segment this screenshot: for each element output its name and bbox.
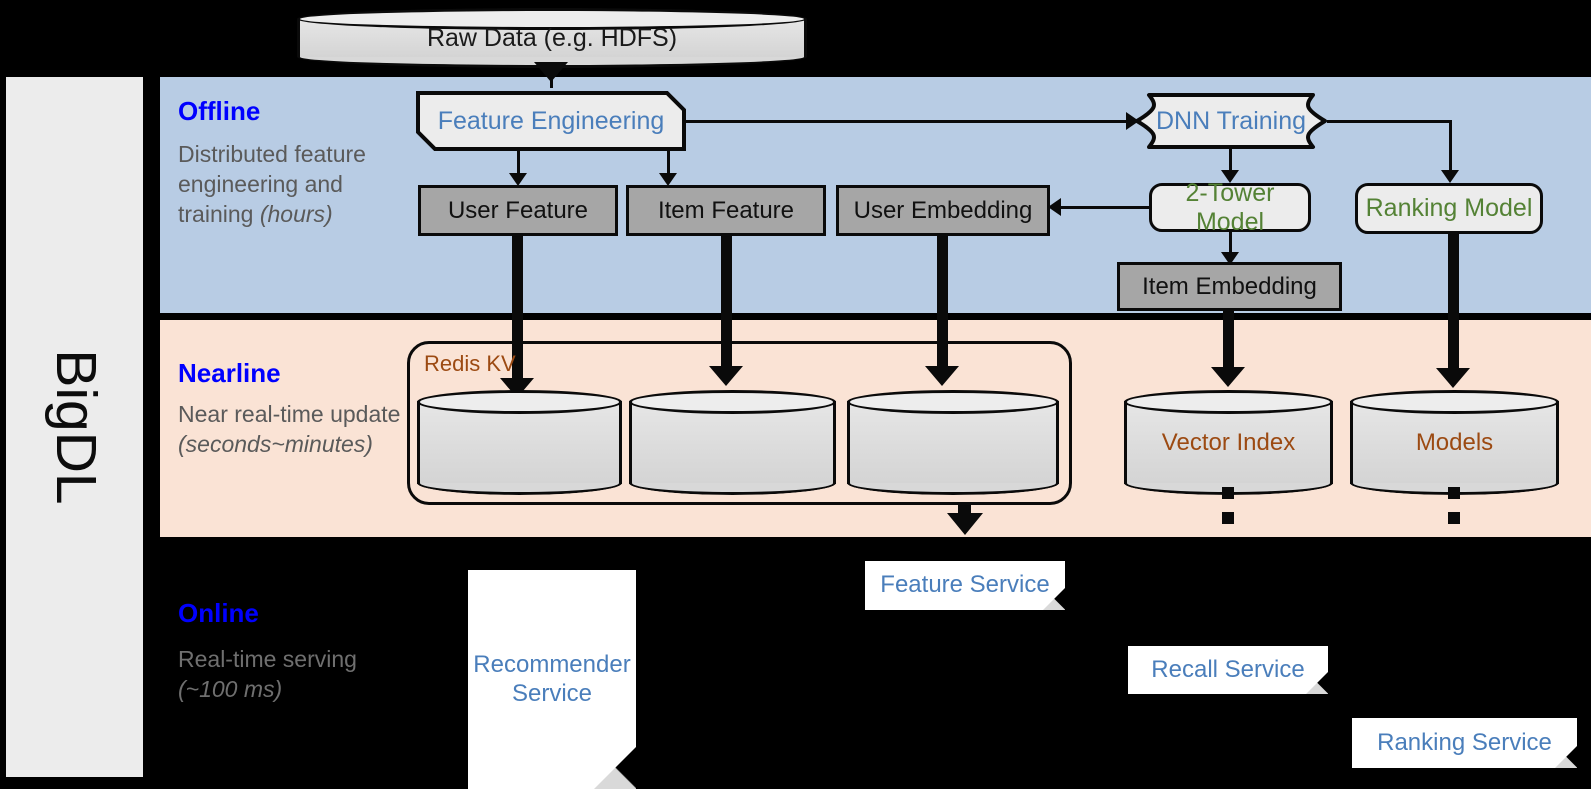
arrowhead-dnn-to-twotower [1221,170,1239,183]
kv-store-3[interactable] [847,390,1059,495]
user-embedding-node[interactable]: User Embedding [836,185,1050,236]
models-store[interactable]: Models [1350,390,1559,495]
ranking-service-label: Ranking Service [1377,728,1552,756]
arrowhead-pipe-models [1436,368,1470,388]
two-tower-model-node[interactable]: 2-Tower Model [1149,179,1311,236]
edge-dnn-to-ranking-v [1449,120,1452,173]
cylinder-body [847,401,1059,484]
arrowhead-redis-to-featureservice [947,513,983,535]
raw-data-label: Raw Data (e.g. HDFS) [426,23,678,52]
cylinder-body [1124,401,1333,484]
recall-service-node[interactable]: Recall Service [1128,646,1328,694]
feature-service-label: Feature Service [880,571,1050,599]
item-feature-node[interactable]: Item Feature [626,185,826,236]
stub-models-2 [1448,512,1460,524]
bigdl-rail: BigDL [6,77,143,777]
band-desc-nearline-text: Near real-time update [178,401,401,427]
recall-service-label: Recall Service [1151,655,1305,683]
cylinder-top [417,390,622,414]
arrowhead-twotower-to-itemembedding [1221,252,1239,265]
redis-kv-container [407,341,1072,505]
edge-twotower-to-userembedding [1058,206,1150,209]
band-desc-nearline-em: (seconds~minutes) [178,430,373,457]
feature-engineering-node[interactable]: Feature Engineering [418,93,684,149]
item-embedding-node[interactable]: Item Embedding [1117,262,1342,311]
arrowhead-rawdata-to-fe [534,62,568,82]
dnn-training-node[interactable]: DNN Training [1135,93,1327,149]
edge-dnn-to-ranking-h [1327,120,1452,123]
vector-index-store[interactable]: Vector Index [1124,390,1333,495]
pipe-userfeature-to-kv1 [512,236,523,384]
edge-fe-to-userfeature [517,149,520,176]
band-desc-offline-text: Distributed feature engineering and trai… [178,141,366,227]
edge-dnn-to-twotower [1229,149,1232,173]
cylinder-body [417,401,622,484]
kv-store-1-label [417,390,622,495]
edge-fe-to-dnn [684,120,1129,123]
band-desc-offline: Distributed feature engineering and trai… [178,140,408,230]
cylinder-top [297,8,807,30]
item-embedding-label: Item Embedding [1142,272,1317,300]
cylinder-top [1124,390,1333,414]
arrowhead-fe-to-userfeature [509,173,527,186]
cylinder-top [1350,390,1559,414]
ranking-model-label: Ranking Model [1365,194,1533,222]
band-desc-nearline: Near real-time update (seconds~minutes) [178,400,408,460]
arrowhead-pipe-kv3 [925,366,959,386]
bigdl-label: BigDL [44,349,108,505]
two-tower-model-label: 2-Tower Model [1185,178,1275,236]
pipe-rankingmodel-to-models [1448,234,1459,374]
pipe-userembedding-to-kv3 [937,236,948,372]
cylinder-top [629,390,836,414]
arrowhead-dnn-to-ranking [1441,170,1459,183]
band-desc-online-text: Real-time serving [178,646,357,672]
arrowhead-twotower-to-userembedding [1048,198,1061,216]
dnn-training-shape [1135,93,1327,149]
dnn-training-label: DNN Training [1155,106,1307,135]
kv-store-2-label [629,390,836,495]
vector-index-label: Vector Index [1161,428,1296,456]
models-label: Models [1415,428,1494,456]
kv-store-2[interactable] [629,390,836,495]
kv-store-3-label [847,390,1059,495]
ranking-model-node[interactable]: Ranking Model [1355,183,1543,234]
stub-vectorindex-2 [1222,512,1234,524]
cylinder-body [1350,401,1559,484]
arrowhead-pipe-vectorindex [1211,367,1245,387]
stub-models-1 [1448,487,1460,499]
pipe-itemfeature-to-kv2 [721,236,732,372]
pipe-itemembedding-to-vectorindex [1223,311,1234,373]
user-embedding-label: User Embedding [853,196,1033,224]
arrowhead-pipe-kv2 [709,366,743,386]
stub-vectorindex-1 [1222,487,1234,499]
band-title-offline: Offline [178,96,261,126]
item-feature-label: Item Feature [657,196,795,224]
feature-engineering-shape [416,91,686,151]
recommender-service-label: Recommender Service [473,650,631,707]
kv-store-1[interactable] [417,390,622,495]
arrowhead-fe-to-itemfeature [659,173,677,186]
band-title-nearline: Nearline [178,358,281,388]
feature-service-node[interactable]: Feature Service [865,561,1065,610]
band-desc-online: Real-time serving (~100 ms) [178,645,408,705]
edge-fe-to-itemfeature [667,149,670,176]
edge-twotower-to-itemembedding [1229,232,1232,256]
cylinder-top [847,390,1059,414]
cylinder-body [629,401,836,484]
feature-engineering-label: Feature Engineering [437,106,665,135]
user-feature-node[interactable]: User Feature [418,185,618,236]
band-desc-online-em: (~100 ms) [178,675,283,702]
redis-kv-label: Redis KV [424,351,516,376]
user-feature-label: User Feature [447,196,589,224]
arrowhead-fe-to-dnn [1126,112,1139,130]
band-desc-offline-em: (hours) [259,200,333,227]
band-title-online: Online [178,598,259,628]
recommender-service-node[interactable]: Recommender Service [468,570,636,789]
ranking-service-node[interactable]: Ranking Service [1352,718,1577,768]
raw-data-store: Raw Data (e.g. HDFS) [297,8,807,68]
